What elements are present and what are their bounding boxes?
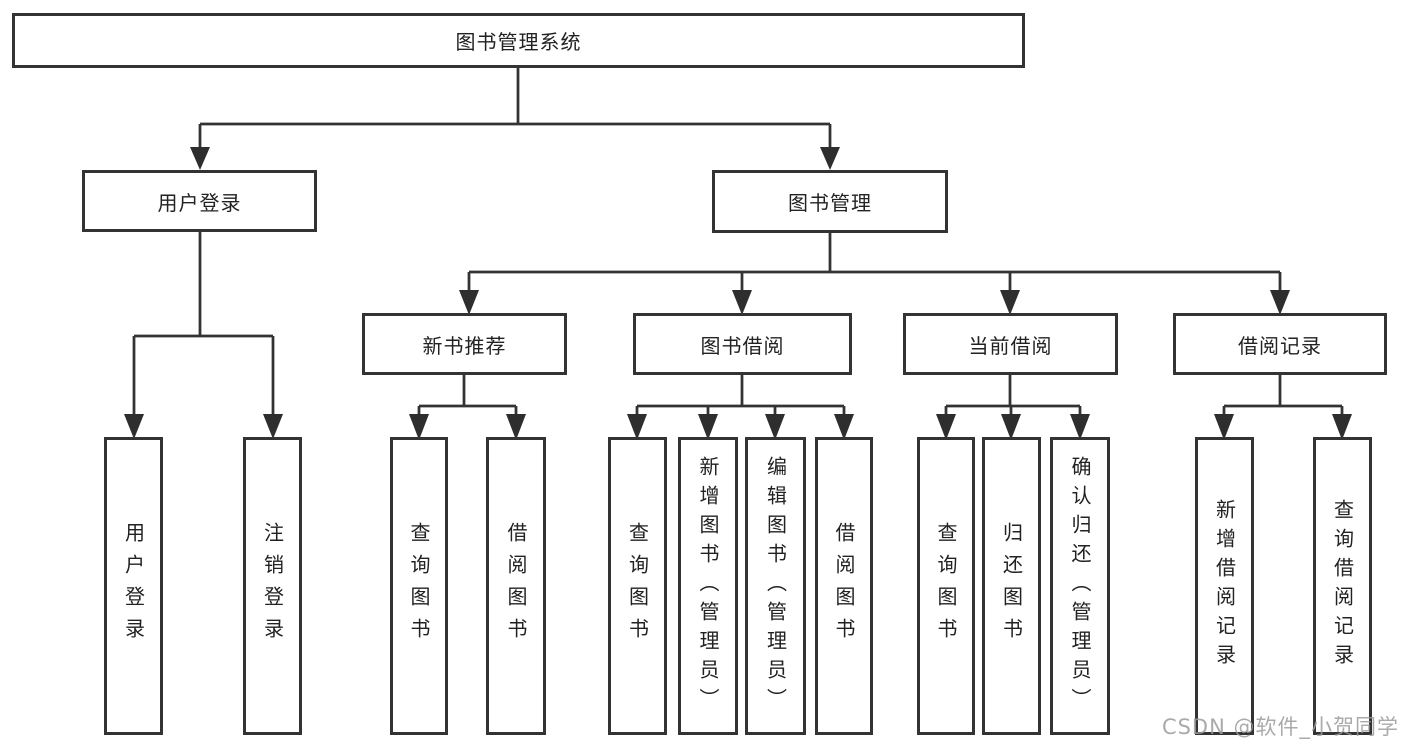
leaf-label: 查询图书 bbox=[407, 522, 431, 650]
leaf-label: 借阅图书 bbox=[832, 522, 856, 650]
leaf-borrow-books-borrowing: 借阅图书 bbox=[815, 437, 873, 735]
leaf-label: 新增图书（管理员） bbox=[696, 455, 720, 717]
leaf-query-books-borrowing: 查询图书 bbox=[608, 437, 667, 735]
leaf-label: 归还图书 bbox=[999, 522, 1024, 650]
leaf-label: 用户登录 bbox=[121, 522, 146, 650]
leaf-return-books: 归还图书 bbox=[982, 437, 1041, 735]
leaf-label: 新增借阅记录 bbox=[1212, 499, 1237, 673]
connector-borrowing-records bbox=[1214, 373, 1352, 440]
leaf-label: 注销登录 bbox=[260, 522, 285, 650]
node-book-management-branch: 图书管理 bbox=[712, 170, 948, 233]
node-label: 借阅记录 bbox=[1238, 333, 1322, 358]
leaf-label: 查询图书 bbox=[934, 522, 958, 650]
node-label: 新书推荐 bbox=[422, 333, 507, 358]
connector-new-book-recommend bbox=[409, 373, 526, 440]
csdn-watermark: CSDN @软件_小贺同学 bbox=[1161, 715, 1399, 739]
leaf-borrow-books-recommend: 借阅图书 bbox=[486, 437, 546, 735]
leaf-label: 编辑图书（管理员） bbox=[763, 455, 788, 717]
connector-user-login-branch bbox=[124, 229, 283, 439]
node-label: 用户登录 bbox=[157, 190, 242, 215]
leaf-add-book-admin: 新增图书（管理员） bbox=[678, 437, 738, 735]
connector-current-borrowing bbox=[936, 373, 1090, 440]
node-user-login-branch: 用户登录 bbox=[82, 170, 317, 232]
node-book-borrowing: 图书借阅 bbox=[633, 313, 852, 375]
node-label: 图书借阅 bbox=[700, 333, 785, 358]
node-library-management-system: 图书管理系统 bbox=[12, 13, 1025, 68]
leaf-label: 查询图书 bbox=[625, 522, 650, 650]
node-borrowing-records: 借阅记录 bbox=[1173, 313, 1387, 375]
connector-root-to-level2 bbox=[190, 68, 840, 170]
leaf-label: 确认归还（管理员） bbox=[1068, 455, 1092, 717]
node-label: 图书管理系统 bbox=[455, 30, 582, 54]
connector-book-management-branch bbox=[459, 230, 1290, 315]
leaf-add-borrow-record: 新增借阅记录 bbox=[1195, 437, 1254, 735]
node-label: 图书管理 bbox=[788, 191, 872, 215]
leaf-user-login: 用户登录 bbox=[104, 437, 163, 735]
node-current-borrowing: 当前借阅 bbox=[903, 313, 1118, 375]
node-new-book-recommend: 新书推荐 bbox=[362, 313, 567, 375]
leaf-query-books-recommend: 查询图书 bbox=[390, 437, 448, 735]
leaf-query-books-current: 查询图书 bbox=[917, 437, 975, 735]
leaf-confirm-return-admin: 确认归还（管理员） bbox=[1050, 437, 1110, 735]
leaf-logout: 注销登录 bbox=[243, 437, 302, 735]
connector-book-borrowing bbox=[627, 373, 854, 440]
leaf-edit-book-admin: 编辑图书（管理员） bbox=[745, 437, 806, 735]
leaf-label: 借阅图书 bbox=[504, 522, 528, 650]
leaf-label: 查询借阅记录 bbox=[1330, 499, 1355, 673]
leaf-query-borrow-record: 查询借阅记录 bbox=[1313, 437, 1372, 735]
node-label: 当前借阅 bbox=[968, 333, 1053, 358]
